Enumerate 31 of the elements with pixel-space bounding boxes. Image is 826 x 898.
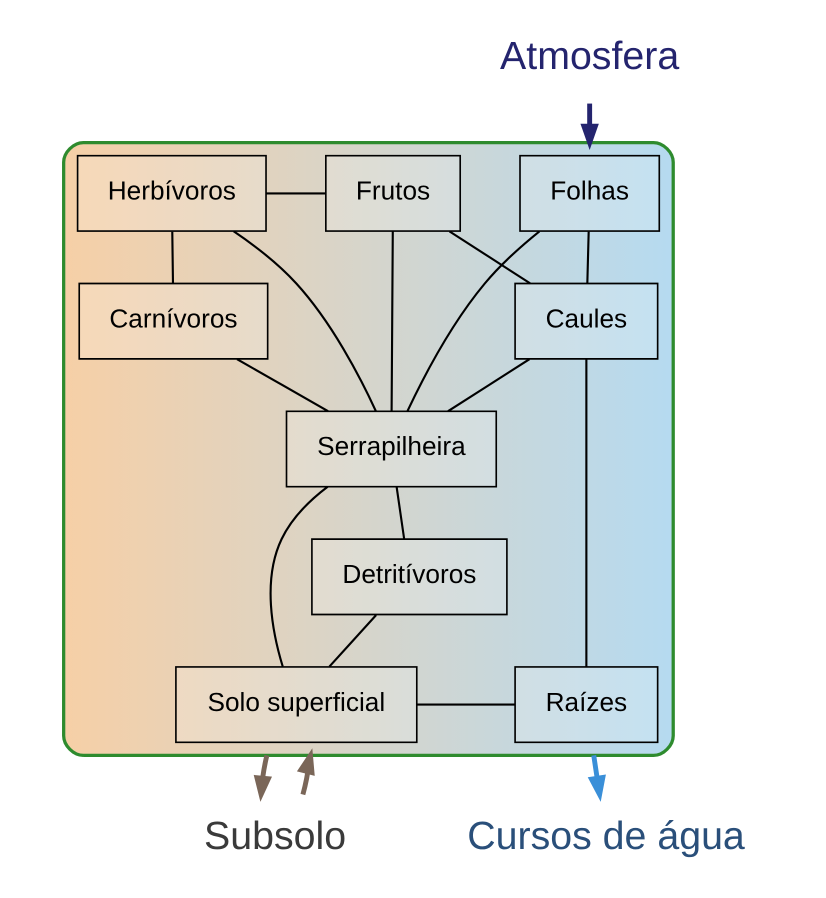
node-text: Subsolo xyxy=(204,814,346,858)
node-box: Raízes xyxy=(514,666,658,744)
node-box: Detritívoros xyxy=(310,538,508,616)
connector xyxy=(448,230,530,284)
connector xyxy=(170,232,174,284)
arrow xyxy=(587,755,606,802)
connector xyxy=(416,704,514,706)
connector xyxy=(446,358,530,412)
connector xyxy=(266,192,326,194)
arrow xyxy=(253,754,272,802)
connector xyxy=(586,232,590,284)
node-box: Solo superficial xyxy=(174,666,418,744)
node-box: Carnívoros xyxy=(78,282,268,360)
node-box: Serrapilheira xyxy=(285,410,497,488)
connector xyxy=(395,487,405,539)
node-box: Frutos xyxy=(324,154,461,232)
node-box: Herbívoros xyxy=(76,154,266,232)
connector xyxy=(406,230,540,412)
node-box: Folhas xyxy=(518,154,660,232)
node-text: Atmosfera xyxy=(500,34,679,78)
connector xyxy=(390,231,394,412)
connector xyxy=(584,359,587,667)
connector xyxy=(236,358,328,412)
node-box: Caules xyxy=(514,282,658,360)
node-text: Cursos de água xyxy=(466,814,744,858)
arrow xyxy=(580,104,598,150)
connector xyxy=(328,614,376,668)
connector xyxy=(269,486,328,667)
connector xyxy=(232,230,376,412)
cluster xyxy=(62,140,674,758)
arrow xyxy=(296,748,314,796)
